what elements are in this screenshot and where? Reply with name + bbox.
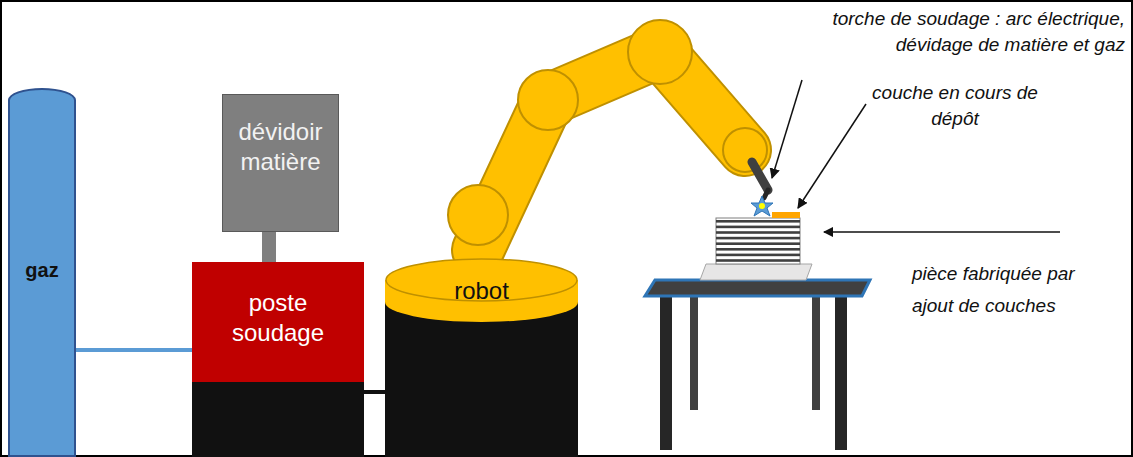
torch-callout: torche de soudage : arc électrique, dévi… (763, 6, 1125, 57)
welding-station-box: poste soudage (192, 262, 364, 457)
feeder-link (262, 232, 276, 262)
deposit-layer (772, 212, 800, 218)
layer-callout: couche en cours de dépôt (860, 80, 1050, 131)
node-label: gaz (25, 258, 58, 283)
robot-arm (448, 20, 767, 250)
fabricated-part (700, 212, 812, 280)
gas-cylinder: gaz (8, 88, 76, 457)
robot-cable (364, 390, 385, 394)
gas-hose (76, 348, 192, 352)
electric-arc (751, 196, 773, 216)
layer-stripe (716, 226, 800, 229)
node-label: poste soudage (222, 288, 334, 348)
wire-feeder-box: dévidoir matière (222, 94, 339, 232)
layer-stripe (716, 242, 800, 245)
node-label: dévidoir matière (229, 117, 332, 177)
layer-stripe (716, 220, 800, 223)
robot-body: robot (385, 258, 578, 457)
welding-torch (752, 162, 768, 198)
layer-stripe (716, 254, 800, 257)
leader-lines (772, 80, 1060, 232)
layer-stripe (716, 237, 800, 240)
layer-stripe (716, 248, 800, 251)
layer-stripe (716, 231, 800, 234)
layer-stripe (716, 259, 800, 262)
robot-base-shape (385, 258, 578, 457)
part-callout: pièce fabriquée par ajout de couches (912, 258, 1117, 323)
node-label: robot (454, 276, 509, 306)
table (645, 280, 870, 450)
